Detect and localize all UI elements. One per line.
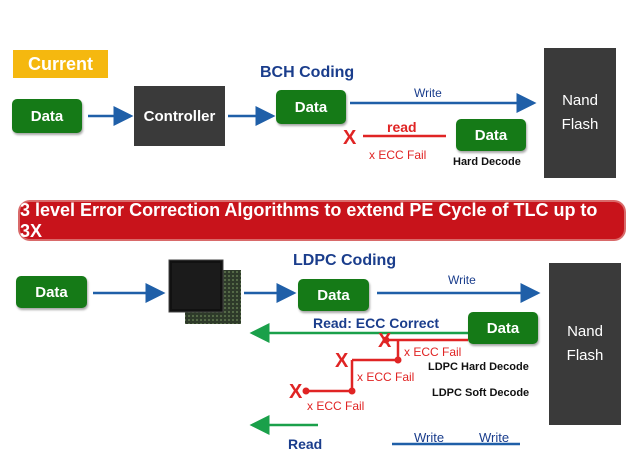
- error-correction-banner: 3 level Error Correction Algorithms to e…: [20, 200, 624, 241]
- bch-coding-title: BCH Coding: [260, 64, 355, 81]
- ecc-fail-2: x ECC Fail: [357, 370, 415, 384]
- ecc-fail-3: x ECC Fail: [307, 399, 365, 413]
- fail-x-icon-3: X: [289, 381, 303, 403]
- data-box-encoded: Data: [276, 90, 346, 124]
- data-box-read-bottom: Data: [468, 312, 538, 344]
- nand-flash-top: Nand Flash: [544, 48, 616, 178]
- ecc-fail-top: x ECC Fail: [369, 148, 427, 162]
- ldpc-hard-decode-label: LDPC Hard Decode: [428, 361, 529, 373]
- current-badge: Current: [13, 50, 108, 78]
- read-label-bottom: Read: [288, 436, 323, 452]
- controller-box: Controller: [134, 86, 225, 146]
- ecc-fail-1: x ECC Fail: [404, 345, 462, 359]
- fail-x-icon-2: X: [335, 350, 349, 372]
- write-label-a: Write: [414, 430, 445, 445]
- fail-dot-4: [302, 387, 310, 395]
- fail-x-icon: X: [343, 127, 357, 149]
- fail-dot-3: [348, 387, 356, 395]
- write-label-bottom: Write: [448, 273, 476, 287]
- hard-decode-label: Hard Decode: [453, 156, 521, 168]
- write-label-top: Write: [414, 86, 442, 100]
- fail-dot-2: [394, 356, 402, 364]
- read-ecc-correct-label: Read: ECC Correct: [313, 315, 440, 331]
- data-box-encoded-bottom: Data: [298, 279, 369, 311]
- ldpc-soft-decode-label: LDPC Soft Decode: [432, 387, 530, 399]
- fail-x-icon-1: X: [378, 330, 392, 352]
- data-box-input: Data: [12, 99, 82, 133]
- fail-dot-1: [382, 336, 390, 344]
- read-label-top: read: [387, 119, 417, 135]
- write-label-b: Write: [479, 430, 510, 445]
- nand-flash-bottom: Nand Flash: [549, 263, 621, 425]
- data-box-read: Data: [456, 119, 526, 151]
- ldpc-coding-title: LDPC Coding: [293, 252, 397, 269]
- data-box-input-bottom: Data: [16, 276, 87, 308]
- chip-icon: [167, 258, 245, 326]
